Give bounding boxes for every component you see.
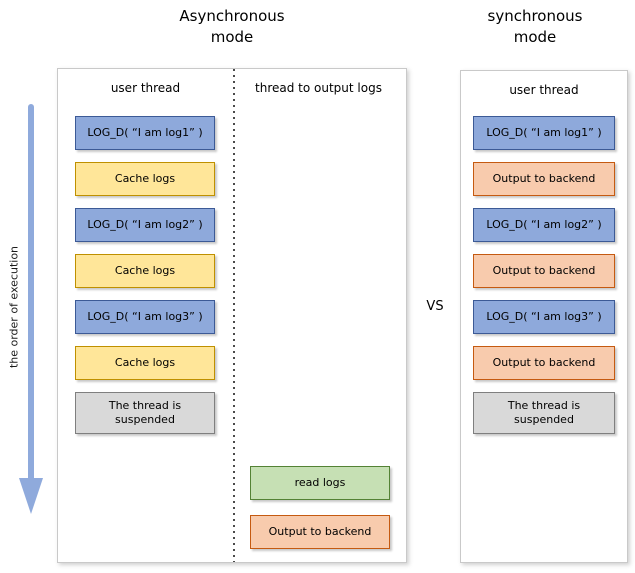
log-call-box: LOG_D( “I am log3” ) [473, 300, 615, 334]
read-logs-box: read logs [250, 466, 390, 500]
log-call-box: LOG_D( “I am log1” ) [75, 116, 215, 150]
thread-divider-dotted-line [233, 69, 235, 562]
sync-mode-title: synchronous mode [435, 6, 635, 48]
log-call-box: LOG_D( “I am log3” ) [75, 300, 215, 334]
output-to-backend-box: Output to backend [473, 254, 615, 288]
sync-mode-title-line1: synchronous [487, 7, 583, 25]
cache-logs-box: Cache logs [75, 254, 215, 288]
thread-suspended-box: The thread is suspended [473, 392, 615, 434]
output-to-backend-box: Output to backend [250, 515, 390, 549]
vs-label: VS [426, 299, 444, 314]
async-panel: user thread thread to output logs LOG_D(… [57, 68, 407, 563]
log-call-box: LOG_D( “I am log2” ) [473, 208, 615, 242]
sync-panel: user thread LOG_D( “I am log1” ) Output t… [460, 70, 628, 563]
async-mode-title-line1: Asynchronous [179, 7, 285, 25]
thread-suspended-box: The thread is suspended [75, 392, 215, 434]
log-call-box: LOG_D( “I am log2” ) [75, 208, 215, 242]
async-user-thread-header: user thread [110, 81, 181, 95]
down-arrow-icon [19, 104, 43, 514]
output-to-backend-box: Output to backend [473, 162, 615, 196]
output-to-backend-box: Output to backend [473, 346, 615, 380]
async-mode-title-line2: mode [210, 28, 254, 46]
async-mode-title: Asynchronous mode [132, 6, 332, 48]
sync-mode-title-line2: mode [513, 28, 557, 46]
log-call-box: LOG_D( “I am log1” ) [473, 116, 615, 150]
cache-logs-box: Cache logs [75, 346, 215, 380]
cache-logs-box: Cache logs [75, 162, 215, 196]
async-output-thread-header: thread to output logs [255, 81, 382, 95]
sync-user-thread-header: user thread [509, 83, 579, 97]
